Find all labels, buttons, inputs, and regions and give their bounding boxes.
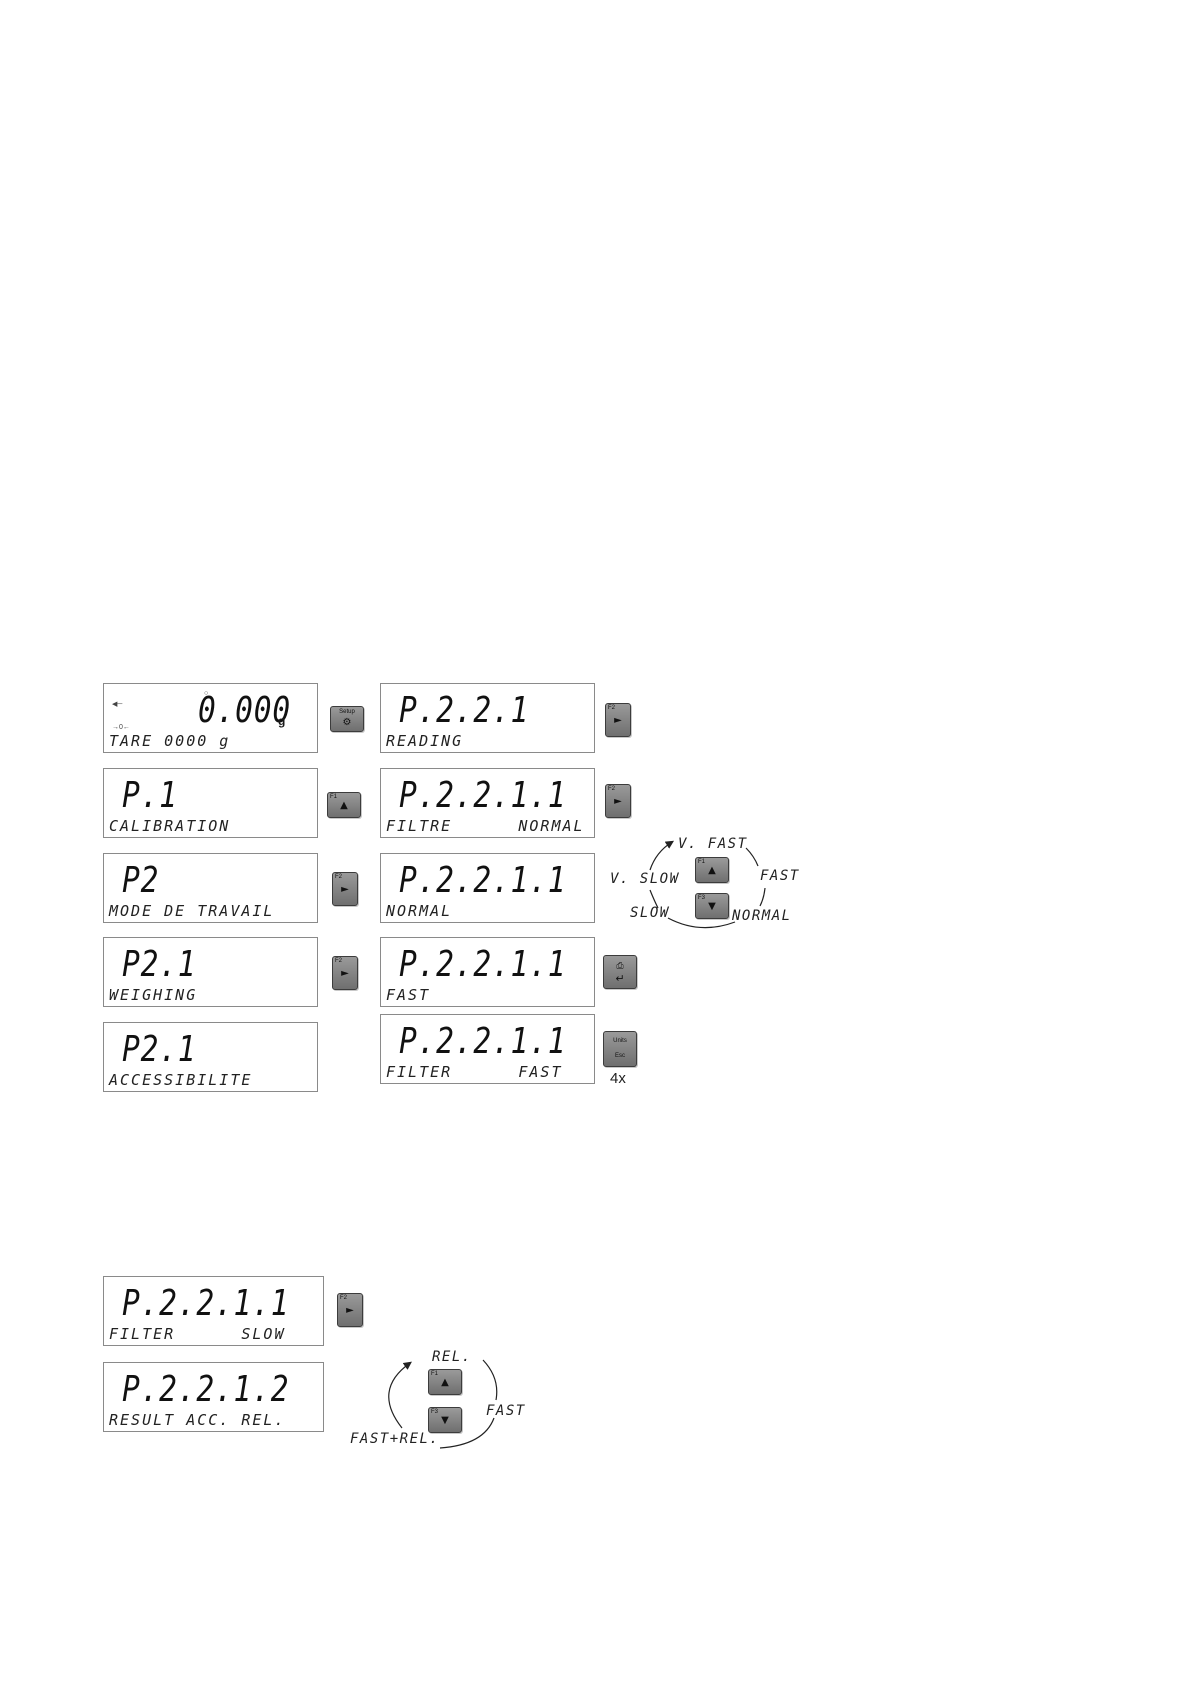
f2-label: F2 (335, 874, 343, 880)
f3-down-button[interactable]: F3 ▼ (428, 1407, 462, 1433)
label-fast: FAST (760, 868, 800, 884)
f2-label: F2 (340, 1295, 348, 1301)
screen-normal-option: P.2.2.1.1 NORMAL (380, 853, 595, 923)
label-normal: NORMAL (732, 908, 792, 924)
f1-label: F1 (431, 1371, 439, 1377)
screen-label: CALIBRATION (109, 817, 231, 835)
label-fast-rel: FAST+REL. (350, 1431, 440, 1447)
setup-button[interactable]: Setup ⚙ (330, 706, 364, 732)
screen-label: FILTER SLOW (109, 1325, 286, 1343)
gear-icon: ⚙ (342, 716, 352, 728)
units-label: Units (613, 1038, 627, 1044)
screen-code: P.2.2.1.1 (399, 860, 567, 901)
f3-label: F3 (431, 1409, 439, 1415)
arc-vfast-to-fast (745, 847, 759, 867)
label-very-slow: V. SLOW (610, 871, 680, 887)
f2-label: F2 (608, 786, 616, 792)
arc-fast-to-fastrel (439, 1417, 495, 1449)
f1-up-button[interactable]: F1 ▲ (428, 1369, 462, 1395)
screen-weighing: P2.1 WEIGHING (103, 937, 318, 1007)
weight-value: 0.000 (198, 690, 291, 731)
up-arrow-icon: ▲ (340, 800, 348, 812)
screen-filter-fast: P.2.2.1.1 FILTER FAST (380, 1014, 595, 1084)
screen-accessibility: P2.1 ACCESSIBILITE (103, 1022, 318, 1092)
screen-reading: P.2.2.1 READING (380, 683, 595, 753)
down-arrow-icon: ▼ (708, 901, 716, 913)
home-weighing-screen: ◀─ →0← ○ 0.000 g TARE 0000 g (103, 683, 318, 753)
right-arrow-icon: ► (341, 968, 349, 980)
stability-indicator: ◀─ (112, 701, 123, 708)
screen-code: P2 (122, 860, 160, 901)
screen-calibration: P.1 CALIBRATION (103, 768, 318, 838)
screen-code: P2.1 (122, 944, 197, 985)
arc-vslow-to-slow (649, 889, 659, 909)
down-arrow-icon: ▼ (441, 1415, 449, 1427)
arc-fastrel-to-rel (388, 1361, 412, 1429)
f1-label: F1 (330, 794, 338, 800)
units-esc-button[interactable]: Units Esc (603, 1031, 637, 1067)
esc-label: Esc (614, 1053, 625, 1059)
screen-code: P.2.2.1.1 (399, 1021, 567, 1062)
arc-fast-to-normal (759, 887, 766, 907)
screen-code: P.2.2.1.1 (399, 944, 567, 985)
f2-right-button[interactable]: F2 ► (605, 703, 631, 737)
f3-down-button[interactable]: F3 ▼ (695, 893, 729, 919)
f1-label: F1 (698, 859, 706, 865)
screen-filter-normal: P.2.2.1.1 FILTRE NORMAL (380, 768, 595, 838)
screen-code: P2.1 (122, 1029, 197, 1070)
right-arrow-icon: ► (341, 884, 349, 896)
enter-button[interactable]: ⎙ ↵ (603, 955, 637, 989)
f2-label: F2 (335, 958, 343, 964)
screen-label: MODE DE TRAVAIL (109, 902, 275, 920)
screen-label: ACCESSIBILITE (109, 1071, 253, 1089)
screen-code: P.2.2.1 (399, 690, 530, 731)
screen-result-acceptance: P.2.2.1.2 RESULT ACC. REL. (103, 1362, 324, 1432)
right-arrow-icon: ► (346, 1305, 354, 1317)
screen-code: P.1 (122, 775, 178, 816)
enter-icon: ↵ (615, 971, 625, 985)
zero-indicator: →0← (112, 724, 130, 731)
range-indicator: ○ (204, 690, 209, 697)
f1-up-button[interactable]: F1 ▲ (695, 857, 729, 883)
screen-label: FAST (386, 986, 431, 1004)
right-arrow-icon: ► (614, 796, 622, 808)
screen-filter-slow: P.2.2.1.1 FILTER SLOW (103, 1276, 324, 1346)
screen-code: P.2.2.1.1 (122, 1283, 290, 1324)
f3-label: F3 (698, 895, 706, 901)
weight-unit: g (278, 714, 286, 728)
arc-slow-to-vfast (649, 840, 675, 871)
arc-slow-to-normal (667, 917, 736, 929)
label-fast: FAST (486, 1403, 526, 1419)
tare-line: TARE 0000 g (109, 732, 231, 750)
screen-code: P.2.2.1.2 (122, 1369, 290, 1410)
screen-code: P.2.2.1.1 (399, 775, 567, 816)
screen-label: NORMAL (386, 902, 453, 920)
setup-label: Setup (339, 709, 355, 715)
screen-label: READING (386, 732, 464, 750)
right-arrow-icon: ► (614, 715, 622, 727)
f2-right-button[interactable]: F2 ► (337, 1293, 363, 1327)
f2-right-button[interactable]: F2 ► (332, 956, 358, 990)
esc-press-count: 4x (610, 1070, 626, 1087)
screen-label: RESULT ACC. REL. (109, 1411, 286, 1429)
f2-label: F2 (608, 705, 616, 711)
label-rel: REL. (432, 1349, 472, 1365)
f1-up-button[interactable]: F1 ▲ (327, 792, 361, 818)
screen-label: FILTER FAST (386, 1063, 563, 1081)
screen-working-mode: P2 MODE DE TRAVAIL (103, 853, 318, 923)
print-icon: ⎙ (616, 961, 624, 972)
arc-rel-to-fast (482, 1359, 498, 1401)
label-slow: SLOW (630, 905, 670, 921)
screen-fast-option: P.2.2.1.1 FAST (380, 937, 595, 1007)
up-arrow-icon: ▲ (441, 1377, 449, 1389)
f2-right-button[interactable]: F2 ► (332, 872, 358, 906)
label-very-fast: V. FAST (678, 836, 748, 852)
up-arrow-icon: ▲ (708, 865, 716, 877)
screen-label: FILTRE NORMAL (386, 817, 585, 835)
f2-right-button[interactable]: F2 ► (605, 784, 631, 818)
screen-label: WEIGHING (109, 986, 198, 1004)
